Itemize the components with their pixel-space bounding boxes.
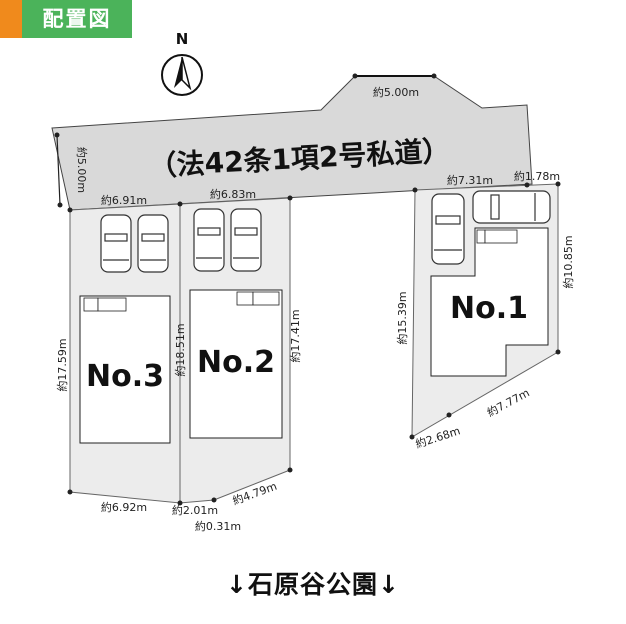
lot-1-label: No.1 [450,291,528,326]
car-icon [230,208,262,272]
tag-accent [0,0,22,38]
lot-2-right-depth: 約17.41m [288,309,302,362]
lot-2-left-depth: 約18.51m [173,323,187,376]
car-icon [431,193,465,265]
north-compass-icon: N [161,30,203,96]
car-icon [100,214,132,273]
house-1 [430,227,549,377]
lot-2-frontage: 約6.83m [210,187,256,201]
lot-1-frontage-b: 約1.78m [514,169,560,183]
road-width-top: 約5.00m [373,85,419,99]
north-label: N [176,30,189,48]
lot-1-left-depth: 約15.39m [395,291,409,344]
lot-3-left-depth: 約17.59m [55,338,69,391]
lot-2-label: No.2 [197,345,275,380]
lot-2-back-a: 約2.01m [172,503,218,517]
lot-1-right-depth: 約10.85m [561,235,575,288]
car-icon [472,190,551,224]
lot-3-back: 約6.92m [101,500,147,514]
lot-2-back-c: 約0.31m [195,519,241,533]
tag-label: 配置図 [22,0,132,38]
lot-1-frontage-a: 約7.31m [447,173,493,187]
house-2 [189,289,283,439]
section-tag: 配置図 [0,0,132,38]
lot-3-label: No.3 [86,359,164,394]
car-icon [137,214,169,273]
house-3 [79,295,171,444]
car-icon [193,208,225,272]
lot-3-frontage: 約6.91m [101,193,147,207]
road-width-side: 約5.00m [75,147,89,193]
park-direction-label: ↓石原谷公園↓ [226,570,400,599]
